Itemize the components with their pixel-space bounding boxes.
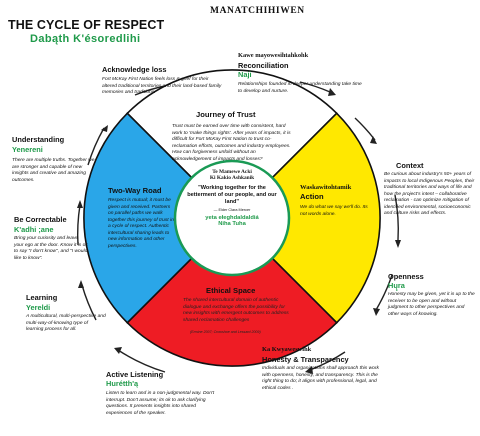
wedge-two-way-road xyxy=(83,112,234,324)
center-dene-2: Niha Tuha xyxy=(218,220,246,227)
wedge-journey-of-trust xyxy=(126,69,338,220)
reconciliation-title: Reconciliation xyxy=(238,61,289,70)
ethical-cite: (Ermine 2007; Crowshoe and Lessard 2009) xyxy=(190,330,261,334)
center-circle xyxy=(173,159,291,277)
dene-title: Dabąth K'ésoredlihi xyxy=(30,33,141,45)
listening-title: Active Listening xyxy=(106,370,164,379)
understanding-dene: Yenereni xyxy=(12,145,43,154)
correctable-dene: K'adhi ;ane xyxy=(14,225,54,234)
listening-text: Listen to learn and in a non-judgmental … xyxy=(106,391,215,416)
ethical-title: Ethical Space xyxy=(206,286,256,295)
acknowledge-text: Fort McKay First Nation feels loss & gri… xyxy=(102,77,222,96)
wedge-ethical-space xyxy=(126,216,338,367)
openness-text: Honesty may be given, yet it is up to th… xyxy=(388,292,475,317)
acknowledge-title: Acknowledge loss xyxy=(102,65,167,74)
reconciliation-cree: Kawe mayowesihtahkohk xyxy=(238,52,309,59)
honesty-title: Honesty & Transparency xyxy=(262,355,349,364)
action-cree: Waskawitohtamik xyxy=(300,184,352,191)
context-title: Context xyxy=(396,161,424,170)
twoway-text: Respect is mutual; it must be given and … xyxy=(108,198,174,249)
center-dene: yeta ełeghdaldaldiá xyxy=(205,214,259,221)
reconciliation-dene: Naji xyxy=(238,70,252,79)
center-quote: "Working together for the betterment of … xyxy=(187,184,277,206)
openness-dene: Hų̨ra xyxy=(388,281,405,290)
listening-dene: Hurétth'ą xyxy=(106,379,139,388)
journey-title: Journey of Trust xyxy=(196,110,256,119)
center-cree-2: Ki Kakio Ashkanik xyxy=(209,174,255,181)
page-title: THE CYCLE OF RESPECT xyxy=(8,18,165,32)
center-text: Te Mamewe Acki Ki Kakio Ashkanik "Workin… xyxy=(185,169,279,227)
wedge-action xyxy=(230,112,381,324)
understanding-title: Understanding xyxy=(12,135,65,144)
correctable-text: Bring your curiosity and leave your ego … xyxy=(14,236,88,261)
center-attribution: — Elder Clara Mercer xyxy=(213,207,251,212)
learning-dene: Yereldi xyxy=(26,303,51,312)
openness-title: Openness xyxy=(388,272,424,281)
understanding-text: There are multiple truths. Together we a… xyxy=(12,158,95,183)
correctable-title: Be Correctable xyxy=(14,215,67,224)
learning-title: Learning xyxy=(26,293,58,302)
action-title: Action xyxy=(300,192,324,201)
action-text: We do what we say we'll do. Its not word… xyxy=(300,205,368,217)
learning-text: A multicultural, multi-perspective and m… xyxy=(26,314,106,333)
cree-title: MANATCHIHIWEN xyxy=(210,6,305,16)
honesty-cree: Ka Kwyaweswihk xyxy=(262,346,312,353)
honesty-text: Individuals and organizations shall appr… xyxy=(262,366,379,391)
reconciliation-text: Relationships founded in deeper understa… xyxy=(238,82,362,94)
center-cree: Te Mamewe Acki xyxy=(212,169,252,175)
context-text: Be curious about industry's 50+ years of… xyxy=(384,172,475,217)
journey-text: Trust must be earned over time with cons… xyxy=(172,124,291,162)
twoway-title: Two-Way Road xyxy=(108,186,162,195)
ethical-text: The shared intercultural domain of authe… xyxy=(183,298,289,323)
